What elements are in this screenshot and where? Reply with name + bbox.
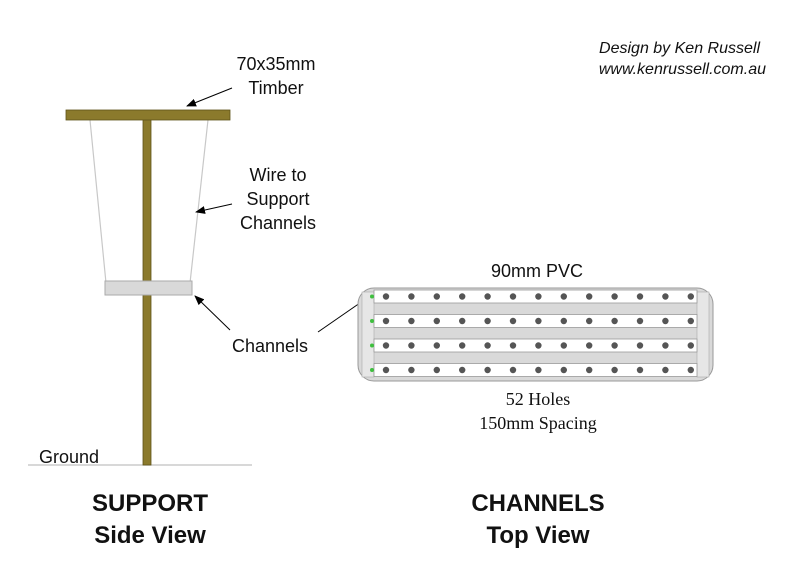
planting-hole [408,317,415,325]
planting-hole [484,317,491,325]
planting-hole [611,293,618,300]
planting-hole [433,342,440,349]
channels-top-frame [357,287,714,382]
planting-hole [433,366,440,374]
credit-website[interactable]: www.kenrussell.com.au [598,61,766,78]
wire-right [189,119,209,284]
pvc-label: 90mm PVC [490,261,584,281]
planting-hole [662,293,669,300]
planting-hole [586,342,593,349]
planting-hole [408,342,415,349]
planting-hole [636,317,644,325]
inlet-marker [370,368,374,372]
planting-hole [611,317,618,325]
planting-hole [535,366,542,374]
channels-subheading: Top View [486,522,590,549]
planting-hole [535,293,542,300]
planting-hole [636,342,644,349]
planting-hole [662,366,669,374]
channels-side-view [104,280,193,296]
timber-crossbar [65,109,231,121]
planting-hole [535,342,542,349]
planting-hole [433,317,440,325]
planting-hole [586,317,593,325]
inlet-marker [370,319,374,323]
channels-label: Channels [232,336,309,356]
credit-line-1: Design by Ken Russell [599,40,760,57]
arrow-timber [186,87,233,107]
wire-label-3: Channels [239,213,317,233]
planting-hole [382,293,390,300]
planting-hole [560,366,567,374]
wire-label-2: Support [246,189,310,209]
planting-hole [484,293,491,300]
planting-hole [687,342,694,349]
planting-hole [509,342,517,349]
inlet-marker [370,294,374,299]
ground-label: Ground [39,447,100,467]
planting-hole [535,317,542,325]
planting-hole [509,366,517,374]
planting-hole [408,293,415,300]
planting-hole [687,317,694,325]
planting-hole [382,366,390,374]
planting-hole [636,366,644,374]
planting-hole [459,293,466,300]
channels-heading: CHANNELS [471,490,605,517]
planting-hole [611,366,618,374]
inlet-marker [370,343,374,348]
wire-label-1: Wire to [249,165,307,185]
support-subheading: Side View [94,522,206,549]
spacing-label: 150mm Spacing [479,413,597,433]
planting-hole [408,366,415,374]
planting-hole [484,366,491,374]
planting-hole [509,293,517,300]
timber-label-size: 70x35mm [236,54,316,74]
planting-hole [611,342,618,349]
planting-hole [459,342,466,349]
planting-hole [433,293,440,300]
planting-hole [662,317,669,325]
planting-hole [662,342,669,349]
planting-hole [687,366,694,374]
arrow-wire [195,203,233,214]
planting-hole [459,317,466,325]
end-cap-right [696,291,710,378]
planting-hole [484,342,491,349]
timber-label-name: Timber [248,78,304,98]
planting-hole [382,342,390,349]
arrow-channels-side [194,295,231,331]
planting-hole [560,317,567,325]
planting-hole [687,293,694,300]
planting-hole [459,366,466,374]
planting-hole [560,293,567,300]
planting-hole [509,317,517,325]
holes-label: 52 Holes [505,389,571,409]
planting-hole [586,293,593,300]
planting-hole [636,293,644,300]
wire-left [89,119,107,284]
planting-hole [382,317,390,325]
planting-hole [586,366,593,374]
pipes-group [370,289,698,377]
support-heading: SUPPORT [91,490,208,517]
end-cap-left [361,291,375,378]
planting-hole [560,342,567,349]
